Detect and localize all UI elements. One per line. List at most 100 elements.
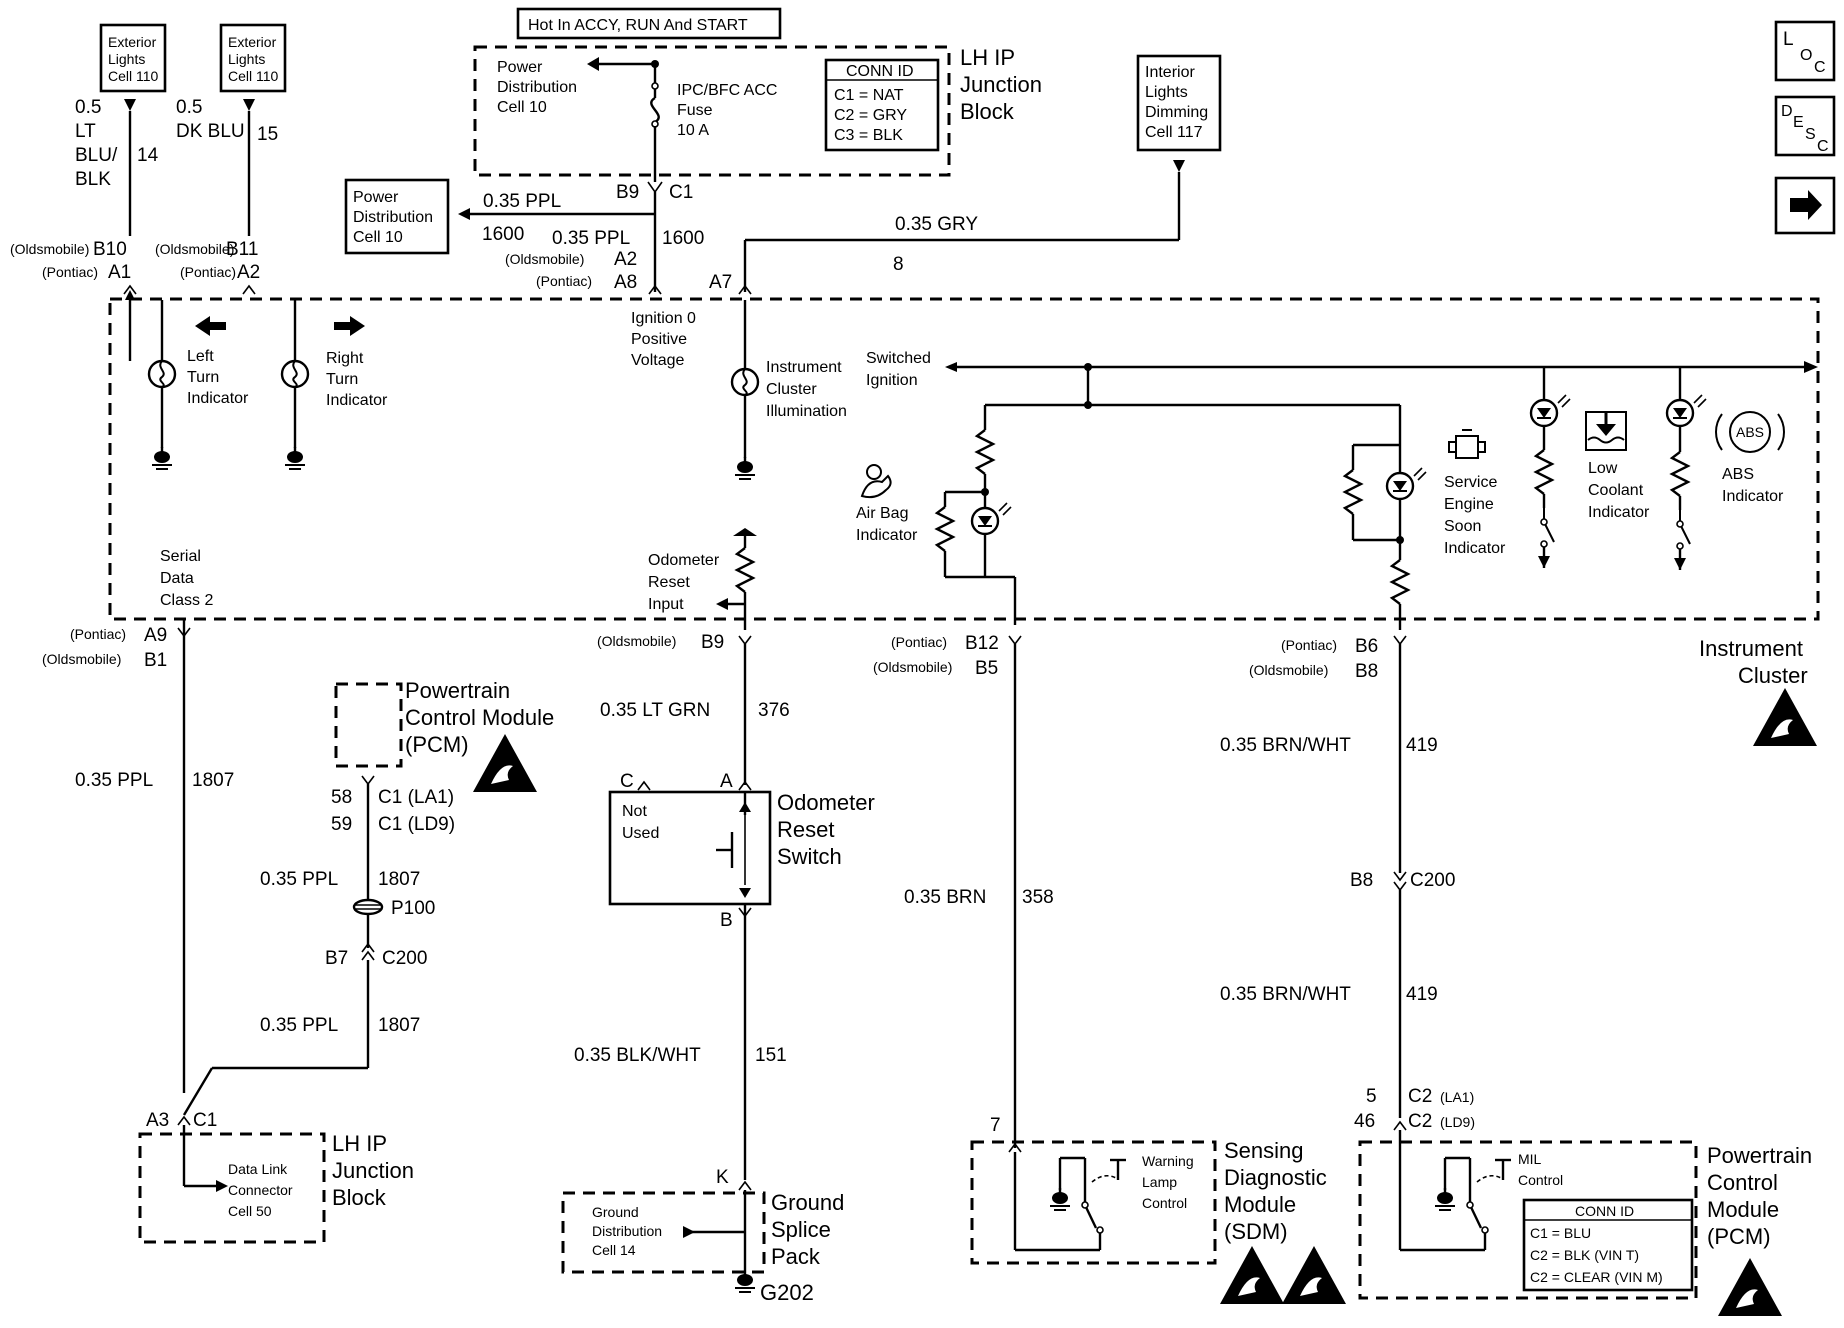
arrow-left-icon [716,598,728,610]
esd-warning-icon [473,734,537,792]
resistor-icon [974,429,996,475]
block-title: LH IP [960,45,1015,70]
power-distribution-ref[interactable]: Power Distribution Cell 10 [344,178,450,255]
arrow-left-icon [195,316,226,336]
svg-text:C2 = BLK (VIN T): C2 = BLK (VIN T) [1530,1247,1639,1263]
fuse-text: IPC/BFC ACC [677,82,777,99]
connector-label: C1 [193,1110,217,1131]
pin-make: (Pontiac) [42,264,98,280]
connector-icon [361,775,375,786]
component-title: Cluster [1738,663,1808,688]
relay-coil-link [1091,1174,1117,1183]
description-button[interactable]: D E S C [1774,95,1836,157]
cluster-text: Serial [160,548,201,565]
arrow-left-icon [945,362,957,372]
pin-label: A2 [237,262,260,283]
esd-warning-icon [1220,1246,1284,1304]
ground-icon [1048,1186,1072,1212]
right-turn-bulb-icon [280,359,310,389]
component-title: Diagnostic [1224,1165,1327,1190]
resistor-icon [1342,469,1364,515]
pin-label: B10 [93,239,127,260]
pin-label: B7 [325,948,348,969]
pin-make: (Pontiac) [891,634,947,650]
cluster-text: Instrument [766,359,842,376]
connector-label: C2 [1408,1086,1432,1107]
connector-note: (LA1) [1440,1089,1474,1105]
component-title: Instrument [1699,636,1803,661]
indicator-label: Indicator [1588,504,1650,521]
indicator-label: Turn [326,371,358,388]
pin-label: A1 [108,262,131,283]
block-title: Block [960,99,1015,124]
svg-text:C1 = NAT: C1 = NAT [834,87,904,104]
wire-color: BLU/ [75,145,118,166]
connector-icon [361,942,375,961]
pin-label: A9 [144,625,167,646]
module-text: Control [1518,1172,1563,1188]
ref-line: Interior [1145,64,1195,81]
component-title: (PCM) [405,732,469,757]
svg-text:S: S [1805,126,1816,143]
block-title: Block [332,1185,387,1210]
component-title: (SDM) [1224,1219,1288,1244]
pin-make: (Oldsmobile) [505,251,584,267]
exterior-lights-ref-2[interactable]: Exterior Lights Cell 110 [219,23,287,93]
pin-make: (Oldsmobile) [42,651,121,667]
component-title: Module [1224,1192,1296,1217]
arrow-down-icon [1173,160,1185,172]
module-text: Lamp [1142,1174,1177,1190]
pin-label: B [720,910,733,931]
connector-icon [738,284,752,295]
pin-label: B5 [975,658,998,679]
connector-icon [648,284,662,295]
pin-make: (Oldsmobile) [873,659,952,675]
conn-id-table-bottom: CONN ID C1 = BLU C2 = BLK (VIN T) C2 = C… [1522,1198,1694,1292]
svg-text:CONN ID: CONN ID [846,63,914,80]
svg-text:C: C [1814,59,1826,76]
switch-icon [1676,509,1691,550]
connector-icon [123,284,137,295]
svg-text:O: O [1800,47,1812,64]
pin-label: B8 [1350,870,1373,891]
block-title: Junction [960,72,1042,97]
pin-label: A7 [709,272,732,293]
indicator-label: Soon [1444,518,1481,535]
pin-label: A3 [146,1110,169,1131]
indicator-label: Indicator [187,390,249,407]
cluster-text: Class 2 [160,592,213,609]
circuit-number: 14 [137,145,159,166]
indicator-label: Air Bag [856,505,908,522]
component-title: (PCM) [1707,1224,1771,1249]
pin-label: A [720,771,733,792]
pin-label: 5 [1366,1086,1377,1107]
left-turn-bulb-icon [147,359,177,389]
esd-warning-icon [1753,688,1817,746]
component-title: Control Module [405,705,554,730]
ref-line: Cell 110 [108,68,159,84]
indicator-label: Right [326,350,364,367]
connector-icon [647,181,663,194]
switch-icon [1540,507,1555,548]
interior-lights-dimming-ref[interactable]: Interior Lights Dimming Cell 117 [1136,54,1222,152]
fuse-text: 10 A [677,122,709,139]
ref-line: Cell 110 [228,68,279,84]
cluster-text: Illumination [766,403,847,420]
resistor-icon [734,547,756,593]
pin-make: (Pontiac) [180,264,236,280]
cluster-text: Reset [648,574,690,591]
location-button[interactable]: L O C [1774,20,1836,82]
arrow-right-icon [1804,361,1818,373]
svg-text:E: E [1793,114,1804,131]
block-text: Distribution [592,1223,662,1239]
ground-icon [283,445,307,471]
indicator-label: Coolant [1588,482,1644,499]
cluster-text: Input [648,596,684,613]
next-page-button[interactable] [1774,176,1836,235]
wire-color: DK BLU [176,121,245,142]
component-title: Splice [771,1217,831,1242]
block-text: Connector [228,1182,293,1198]
exterior-lights-ref-1[interactable]: Exterior Lights Cell 110 [99,23,167,93]
abs-icon: ABS [1715,411,1785,453]
wire-label: 0.35 GRY [895,214,978,235]
